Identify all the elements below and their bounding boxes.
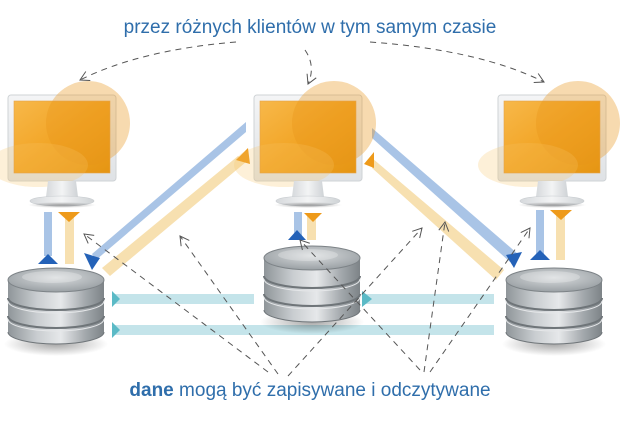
vertical-arrows	[38, 210, 572, 264]
database-icon	[259, 245, 365, 335]
read-head-right-center	[364, 152, 374, 168]
read-arrow-right	[556, 214, 565, 260]
dashed-arrow-to-left-client	[79, 41, 237, 81]
replication-arrow-center-right	[362, 294, 494, 304]
read-arrow-left	[65, 216, 74, 264]
write-head-right-db	[506, 252, 522, 268]
write-head-left	[38, 254, 58, 264]
read-head-center-db	[304, 213, 322, 222]
read-head-left	[58, 212, 80, 222]
write-arrow-right	[536, 210, 544, 256]
caption-bottom-text: mogą być zapisywane i odczytywane	[173, 380, 491, 401]
dashed-arrow-to-left-db	[83, 233, 269, 373]
dashed-arrow-to-center-write	[299, 239, 421, 371]
write-arrow-left	[44, 212, 52, 256]
write-arrow-center-to-left-db	[92, 122, 246, 260]
monitor-icon	[0, 80, 131, 209]
database-icon	[501, 267, 607, 357]
read-arrow-center	[307, 216, 316, 240]
replication-head-left-center	[112, 291, 120, 307]
caption-top: przez różnych klientów w tym samym czasi…	[123, 17, 497, 38]
dashed-arrow-to-right-client	[369, 41, 545, 83]
monitor-icon	[233, 80, 377, 209]
replication-head-left-right	[112, 322, 120, 338]
write-head-center	[288, 230, 306, 240]
diagonal-arrows	[84, 122, 522, 280]
dashed-arrow-to-center-client	[304, 49, 317, 85]
read-arrow-left-db-to-center	[102, 156, 246, 276]
read-arrow-right-db-to-center	[372, 158, 504, 280]
dashed-arrow-to-center-db	[287, 227, 423, 377]
write-arrow-center-to-right-db	[372, 128, 518, 262]
monitor-icon	[477, 80, 620, 209]
read-head-right	[550, 210, 572, 220]
dashed-arrow-to-read-left	[179, 235, 279, 375]
replication-head-center-right	[362, 291, 372, 307]
dashed-arrow-to-right-read	[423, 220, 450, 373]
client-annotation-arrows	[79, 41, 545, 85]
caption-bottom: dane mogą być zapisywane i odczytywane	[0, 380, 620, 402]
data-annotation-arrows	[83, 220, 531, 377]
caption-bottom-bold: dane	[129, 380, 174, 401]
write-arrow-center	[294, 212, 302, 236]
write-head-left-db	[84, 253, 100, 270]
dashed-arrow-to-right-db	[429, 227, 531, 373]
write-head-right	[530, 250, 550, 260]
replication-arrow-left-center	[112, 294, 254, 304]
database-icon	[3, 267, 109, 357]
